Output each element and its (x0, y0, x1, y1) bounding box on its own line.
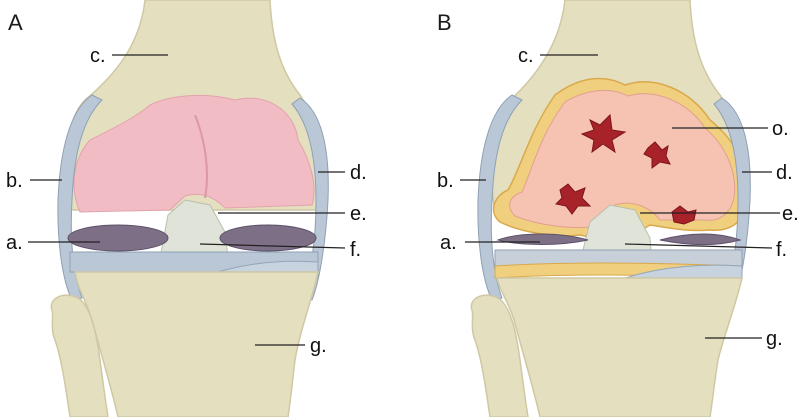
medial-meniscus (68, 225, 168, 251)
label-b-o: o. (772, 118, 789, 140)
label-b-a: a. (440, 232, 457, 254)
panel-b-letter: B (437, 10, 452, 35)
label-a-f: f. (350, 239, 361, 261)
panel-a: A c. b. d. e. a. (6, 0, 367, 417)
label-b-c: c. (518, 45, 534, 67)
label-b-f: f. (776, 239, 787, 261)
panel-a-letter: A (8, 10, 23, 35)
label-a-c: c. (90, 45, 106, 67)
label-b-d: d. (776, 162, 793, 184)
label-a-a: a. (6, 232, 23, 254)
tibia-bone-oa (497, 278, 742, 417)
label-a-b: b. (6, 170, 23, 192)
label-a-g: g. (310, 335, 327, 357)
label-b-b: b. (437, 170, 454, 192)
panel-b: B (437, 0, 799, 417)
worn-meniscus-lateral (660, 234, 740, 245)
label-b-g: g. (766, 328, 783, 350)
label-a-d: d. (350, 162, 367, 184)
label-b-e: e. (782, 203, 799, 225)
label-a-e: e. (350, 203, 367, 225)
